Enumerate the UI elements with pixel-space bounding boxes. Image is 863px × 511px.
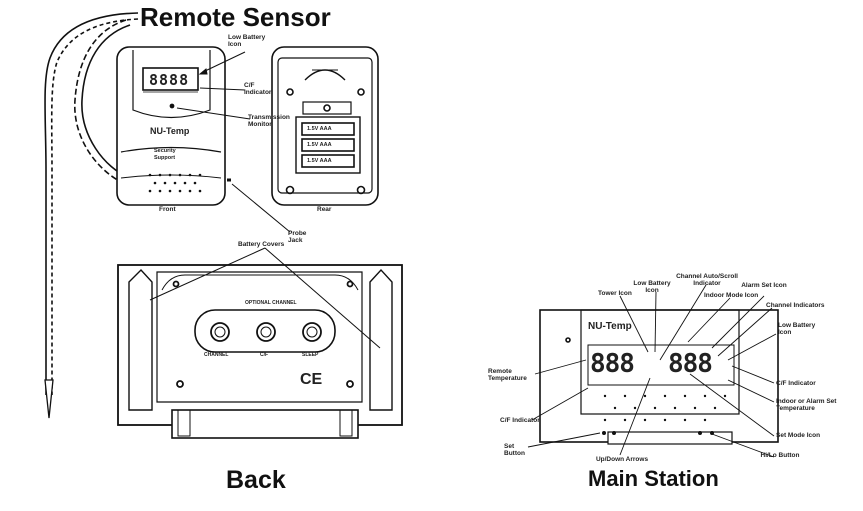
label-hi-lo-button: Hi/Lo Button (760, 452, 800, 459)
front-caption: Front (159, 206, 176, 213)
main-station-buttons (602, 394, 727, 435)
main-display-left: 888 (590, 349, 635, 379)
battery-cover-leaders (149, 247, 381, 349)
back-title: Back (226, 466, 286, 494)
remote-sensor-front (116, 46, 231, 206)
probe-tip (44, 379, 54, 419)
label-cf-indicator-left: C/F Indicator (500, 417, 540, 424)
battery-label-2: 1.5V AAA (307, 142, 332, 148)
main-display-right: 888 (668, 349, 713, 379)
label-indoor-mode-icon: Indoor Mode Icon (704, 292, 759, 299)
remote-display-digits: 8888 (149, 71, 190, 89)
label-low-battery-icon-right: Low Battery Icon (778, 322, 816, 336)
main-station-back (117, 264, 403, 439)
label-cf-indicator-right: C/F Indicator (776, 380, 816, 387)
label-security-support: Security Support (154, 148, 176, 161)
button-label-cf: C/F (260, 352, 269, 358)
button-label-sleep: SLEEP (302, 352, 319, 358)
switch-caption: OPTIONAL CHANNEL (245, 300, 297, 306)
battery-label-3: 1.5V AAA (307, 158, 332, 164)
label-cf-indicator: C/F Indicator (244, 82, 272, 96)
remote-sensor-title: Remote Sensor (140, 2, 331, 32)
label-low-battery-icon-top: Low Battery Icon (633, 280, 671, 294)
label-tower-icon: Tower Icon (598, 290, 632, 297)
label-set-mode-icon: Set Mode Icon (776, 432, 821, 439)
label-battery-covers: Battery Covers (238, 241, 285, 248)
main-station-title: Main Station (588, 466, 719, 491)
main-leaders (527, 284, 777, 458)
label-indoor-alarm-temp: Indoor or Alarm Set Temperature (776, 398, 837, 412)
remote-speaker-grille (148, 173, 202, 193)
remote-leaders (176, 51, 291, 233)
battery-label-1: 1.5V AAA (307, 126, 332, 132)
label-alarm-set-icon: Alarm Set Icon (741, 282, 787, 289)
label-set-button: Set Button (504, 443, 525, 457)
remote-sensor-rear (271, 46, 379, 206)
label-channel-auto-scroll: Channel Auto/Scroll Indicator (676, 273, 738, 287)
label-low-battery-icon: Low Battery Icon (228, 34, 266, 48)
ce-mark: CE (300, 371, 323, 388)
label-up-down-arrows: Up/Down Arrows (595, 456, 649, 463)
probe-cable (44, 12, 139, 395)
main-station-front (539, 309, 779, 445)
remote-brand: NU-Temp (150, 126, 190, 136)
main-brand: NU-Temp (588, 321, 632, 332)
rear-caption: Rear (317, 206, 332, 213)
label-transmission-monitor: Transmission Monitor (248, 114, 290, 128)
label-probe-jack: Probe Jack (288, 230, 307, 244)
button-label-channel: CHANNEL (204, 352, 229, 358)
label-remote-temperature: Remote Temperature (488, 368, 527, 382)
label-channel-indicators: Channel Indicators (766, 302, 825, 309)
